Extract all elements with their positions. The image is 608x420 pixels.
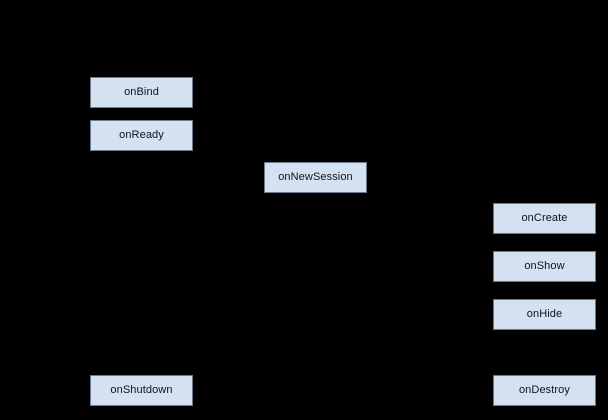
node-on-ready[interactable]: onReady — [90, 120, 193, 151]
node-label: onHide — [526, 308, 563, 320]
node-on-new-session[interactable]: onNewSession — [264, 162, 367, 193]
node-label: onCreate — [521, 212, 568, 224]
node-on-show[interactable]: onShow — [493, 251, 596, 282]
node-on-shutdown[interactable]: onShutdown — [90, 375, 193, 406]
node-on-hide[interactable]: onHide — [493, 299, 596, 330]
node-on-bind[interactable]: onBind — [90, 77, 193, 108]
node-label: onDestroy — [518, 384, 571, 396]
node-label: onShutdown — [110, 384, 173, 396]
node-label: onBind — [124, 86, 159, 98]
node-label: onNewSession — [278, 171, 353, 183]
node-on-destroy[interactable]: onDestroy — [493, 375, 596, 406]
node-on-create[interactable]: onCreate — [493, 203, 596, 234]
node-label: onReady — [119, 129, 164, 141]
node-label: onShow — [524, 260, 565, 272]
